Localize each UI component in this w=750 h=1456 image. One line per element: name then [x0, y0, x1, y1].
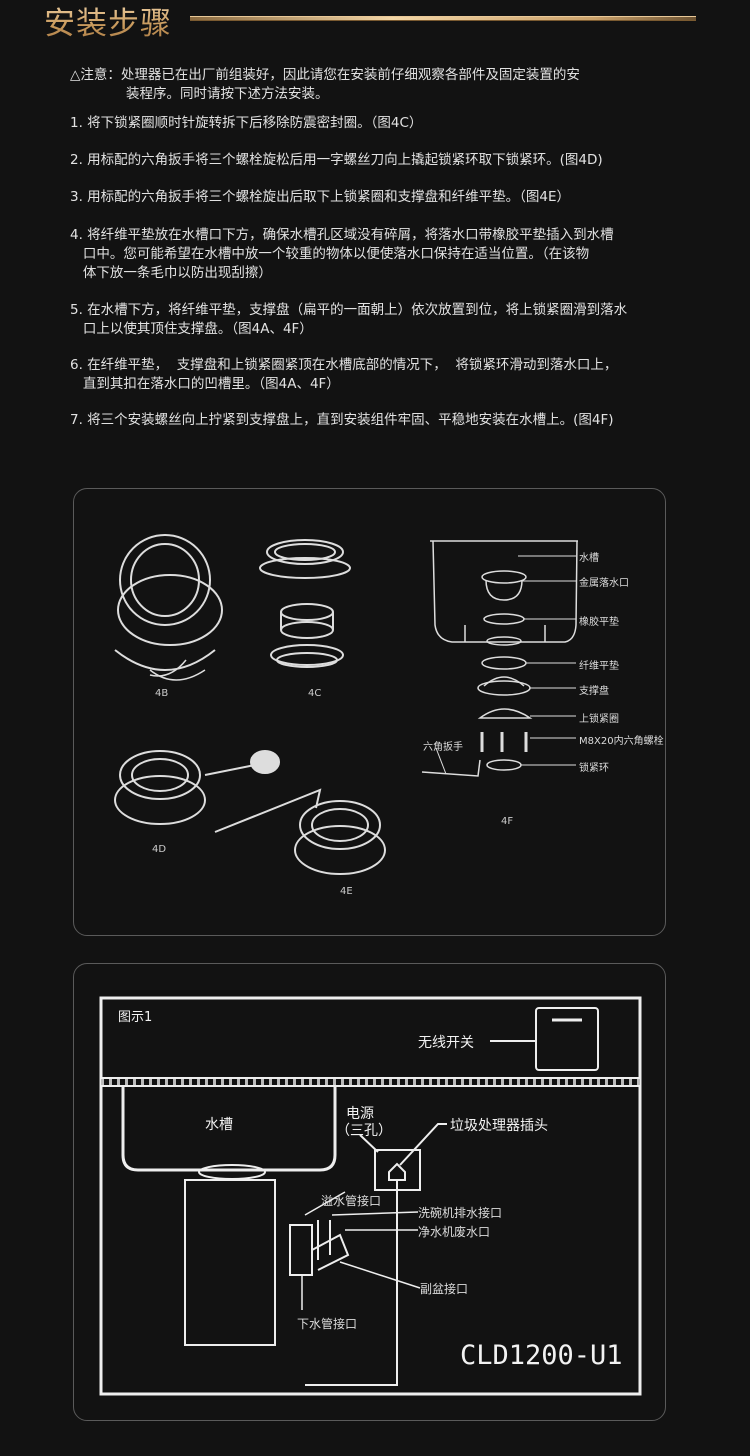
- notice: △注意：处理器已在出厂前组装好，因此请您在安装前仔细观察各部件及固定装置的安 装…: [70, 66, 700, 104]
- part-label-lock-ring: 锁紧环: [579, 763, 609, 774]
- step-item: 5. 在水槽下方，将纤维平垫，支撑盘（扁平的一面朝上）依次放置到位，将上锁紧圈滑…: [70, 301, 700, 339]
- step-line: 口中。您可能希望在水槽中放一个较重的物体以便使落水口保持在适当位置。（在该物: [70, 246, 590, 262]
- step-item: 2. 用标配的六角扳手将三个螺栓旋松后用一字螺丝刀向上撬起锁紧环取下锁紧环。(图…: [70, 151, 700, 170]
- step-item: 1. 将下锁紧圈顺时针旋转拆下后移除防震密封圈。（图4C）: [70, 114, 700, 133]
- label-sink: 水槽: [205, 1117, 233, 1133]
- step-line: 1. 将下锁紧圈顺时针旋转拆下后移除防震密封圈。（图4C）: [70, 115, 423, 131]
- step-line: 5. 在水槽下方，将纤维平垫，支撑盘（扁平的一面朝上）依次放置到位，将上锁紧圈滑…: [70, 302, 628, 318]
- step-line: 直到其扣在落水口的凹槽里。（图4A、4F）: [70, 376, 340, 392]
- notice-line: 装程序。同时请按下述方法安装。: [126, 86, 329, 102]
- notice-prefix: △注意：: [70, 67, 121, 83]
- title-divider: [190, 16, 696, 21]
- label-power-three-hole: （三孔）: [336, 1123, 392, 1139]
- part-label-drain: 金属落水口: [579, 578, 629, 589]
- part-label-support: 支撑盘: [579, 686, 609, 697]
- label-drain-pipe-port: 下水管接口: [297, 1317, 358, 1331]
- wireless-switch: [535, 1007, 599, 1071]
- figure-label-4f: 4F: [501, 816, 514, 827]
- part-label-wrench: 六角扳手: [423, 742, 463, 753]
- disposer-body: [184, 1179, 276, 1346]
- part-label-sink: 水槽: [579, 553, 599, 564]
- label-power: 电源: [346, 1106, 374, 1122]
- notice-line: 处理器已在出厂前组装好，因此请您在安装前仔细观察各部件及固定装置的安: [120, 67, 580, 83]
- model-number: CLD1200-U1: [460, 1340, 623, 1371]
- figure-label-4e: 4E: [340, 886, 353, 897]
- step-item: 6. 在纤维平垫， 支撑盘和上锁紧圈紧顶在水槽底部的情况下， 将锁紧环滑动到落水…: [70, 356, 700, 394]
- figure-4f-drawing: [421, 540, 578, 777]
- label-overflow-port: 溢水管接口: [321, 1194, 382, 1208]
- part-label-fiber: 纤维平垫: [579, 661, 619, 672]
- step-line: 3. 用标配的六角扳手将三个螺栓旋出后取下上锁紧圈和支撑盘和纤维平垫。（图4E）: [70, 189, 571, 205]
- step-item: 4. 将纤维平垫放在水槽口下方，确保水槽孔区域没有碎屑，将落水口带橡胶平垫插入到…: [70, 226, 700, 283]
- figure-label-4b: 4B: [155, 688, 169, 699]
- step-line: 7. 将三个安装螺丝向上拧紧到支撑盘上，直到安装组件牢固、平稳地安装在水槽上。(…: [70, 412, 614, 428]
- figure-4c-drawing: [259, 539, 351, 668]
- step-line: 体下放一条毛巾以防出现刮擦）: [70, 265, 272, 281]
- parts-panel: [73, 488, 666, 936]
- rotate-arrow-icon: [149, 659, 187, 677]
- figure-4d-drawing: [114, 750, 280, 825]
- step-line: 6. 在纤维平垫， 支撑盘和上锁紧圈紧顶在水槽底部的情况下， 将锁紧环滑动到落水…: [70, 357, 618, 373]
- step-item: 7. 将三个安装螺丝向上拧紧到支撑盘上，直到安装组件牢固、平稳地安装在水槽上。(…: [70, 411, 700, 430]
- figure-4e-drawing: [214, 788, 386, 875]
- figure-label-4c: 4C: [308, 688, 322, 699]
- step-line: 4. 将纤维平垫放在水槽口下方，确保水槽孔区域没有碎屑，将落水口带橡胶平垫插入到…: [70, 227, 614, 243]
- page-title: 安装步骤: [44, 0, 172, 43]
- label-dishwasher-port: 洗碗机排水接口: [418, 1206, 503, 1220]
- diagram-title: 图示1: [118, 1010, 153, 1025]
- figure-label-4d: 4D: [152, 844, 167, 855]
- part-label-bolt: M8X20内六角螺栓: [579, 736, 664, 747]
- label-disposer-plug: 垃圾处理器插头: [450, 1118, 548, 1134]
- step-line: 口上以使其顶住支撑盘。（图4A、4F）: [70, 321, 313, 337]
- figure-4b-drawing: [114, 534, 223, 681]
- step-item: 3. 用标配的六角扳手将三个螺栓旋出后取下上锁紧圈和支撑盘和纤维平垫。（图4E）: [70, 188, 700, 207]
- part-label-rubber: 橡胶平垫: [579, 617, 619, 628]
- part-label-upper-ring: 上锁紧圈: [579, 714, 619, 725]
- label-purifier-port: 净水机废水口: [418, 1225, 491, 1239]
- label-wireless-switch: 无线开关: [418, 1035, 474, 1051]
- install-diagram-panel: [73, 963, 666, 1421]
- label-sub-basin-port: 副盆接口: [420, 1282, 469, 1296]
- step-line: 2. 用标配的六角扳手将三个螺栓旋松后用一字螺丝刀向上撬起锁紧环取下锁紧环。(图…: [70, 152, 603, 168]
